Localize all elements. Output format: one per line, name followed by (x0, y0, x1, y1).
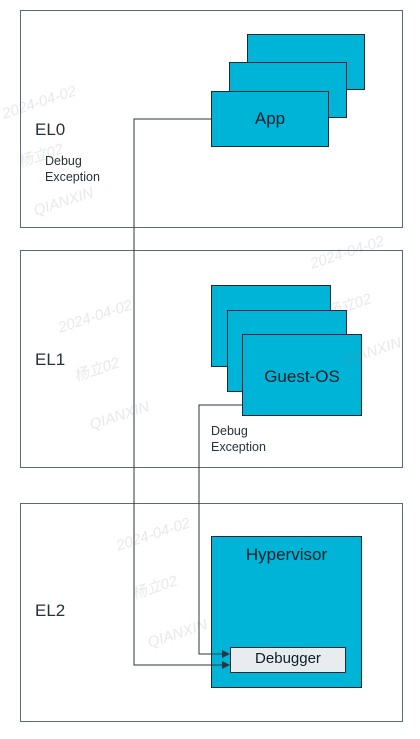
el0-debug-line1: Debug (45, 154, 82, 168)
guest-os-label: Guest-OS (264, 367, 340, 386)
app-label: App (254, 109, 286, 128)
el0-label: EL0 (35, 120, 66, 139)
guest-os-box-front: Guest-OS (242, 334, 362, 416)
el0-debug-line2: Exception (45, 170, 100, 184)
el1-debug-line1: Debug (211, 424, 248, 438)
el1-label: EL1 (35, 350, 66, 369)
el0-debug-exception-note: Debug Exception (45, 153, 100, 185)
debugger-box: Debugger (230, 647, 346, 673)
el1-to-debugger-line (198, 404, 242, 658)
el1-debug-line2: Exception (211, 440, 266, 454)
el1-debug-exception-note: Debug Exception (211, 423, 266, 455)
el2-label: EL2 (35, 601, 66, 620)
app-box-front: App (211, 91, 329, 147)
hypervisor-label: Hypervisor (245, 545, 328, 564)
el0-to-debugger-line (133, 118, 230, 669)
